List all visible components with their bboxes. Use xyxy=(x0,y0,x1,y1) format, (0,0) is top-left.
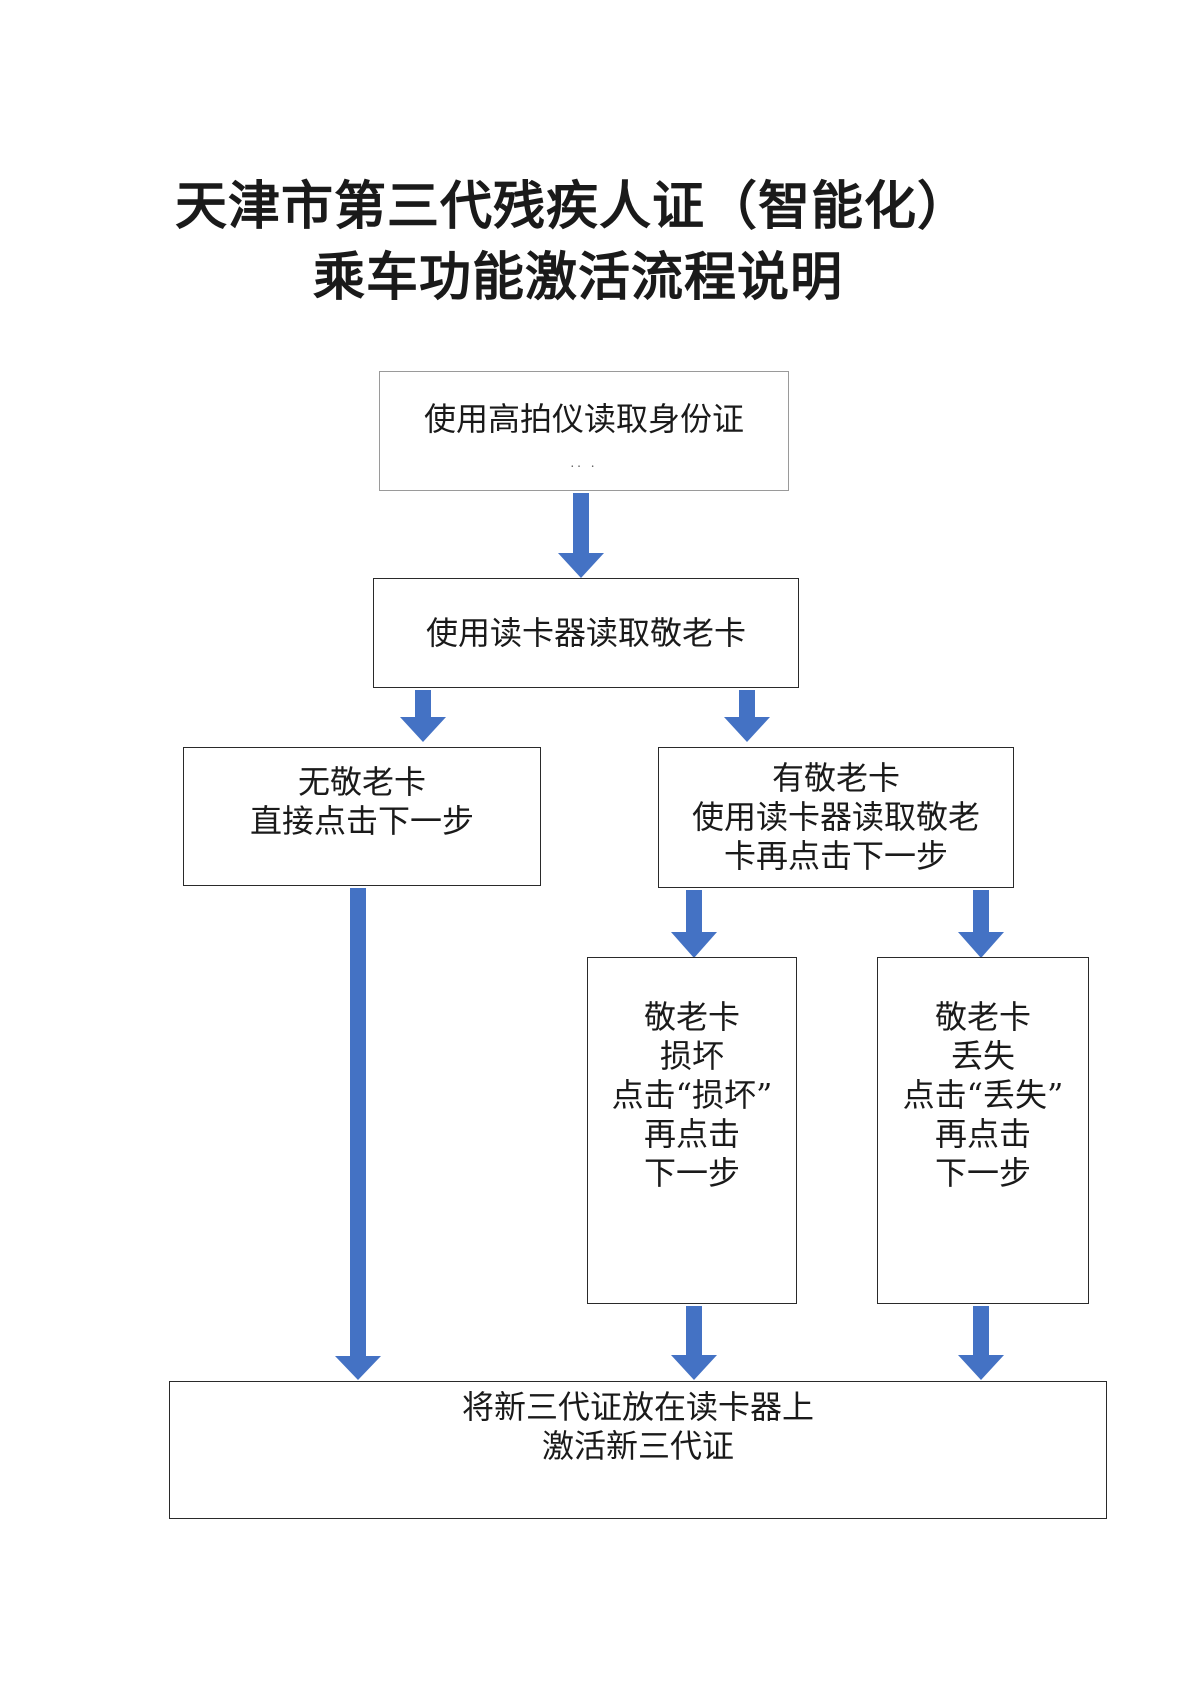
step-card-lost-line-5: 下一步 xyxy=(934,1154,1031,1192)
arrow-has-card-to-lost xyxy=(958,890,1004,958)
arrow-read-card-to-has-card xyxy=(724,690,770,742)
arrow-lost-to-final xyxy=(958,1306,1004,1380)
step-card-lost-line-1: 敬老卡 xyxy=(934,998,1031,1036)
arrow-no-card-to-final xyxy=(335,888,381,1380)
step-activate-new-card: 将新三代证放在读卡器上 激活新三代证 xyxy=(169,1381,1107,1519)
arrow-start-to-read-card xyxy=(558,493,604,578)
step-card-damaged: 敬老卡 损坏 点击“损坏” 再点击 下一步 xyxy=(587,957,797,1304)
step-activate-new-card-line-2: 激活新三代证 xyxy=(541,1427,734,1465)
step-has-senior-card-line-1: 有敬老卡 xyxy=(771,759,900,797)
arrow-has-card-to-damaged xyxy=(671,890,717,958)
step-card-lost-line-2: 丢失 xyxy=(950,1037,1015,1075)
step-card-damaged-line-4: 再点击 xyxy=(643,1115,740,1153)
step-read-id-card: 使用高拍仪读取身份证 .. . xyxy=(379,371,789,491)
title-line-2: 乘车功能激活流程说明 xyxy=(313,247,844,308)
step-card-damaged-line-3: 点击“损坏” xyxy=(611,1076,773,1114)
step-card-lost-line-4: 再点击 xyxy=(934,1115,1031,1153)
step-card-damaged-line-2: 损坏 xyxy=(659,1037,724,1075)
step-no-senior-card-line-2: 直接点击下一步 xyxy=(249,802,474,840)
title-line-1: 天津市第三代残疾人证（智能化） xyxy=(175,176,971,237)
arrow-read-card-to-no-card xyxy=(400,690,446,742)
step-card-lost-line-3: 点击“丢失” xyxy=(902,1076,1064,1114)
step-has-senior-card: 有敬老卡 使用读卡器读取敬老 卡再点击下一步 xyxy=(658,747,1014,888)
step-read-id-card-text: 使用高拍仪读取身份证 xyxy=(423,400,744,438)
step-read-senior-card: 使用读卡器读取敬老卡 xyxy=(373,578,799,688)
step-read-senior-card-text: 使用读卡器读取敬老卡 xyxy=(425,613,746,652)
arrow-damaged-to-final xyxy=(671,1306,717,1380)
step-no-senior-card: 无敬老卡 直接点击下一步 xyxy=(183,747,541,886)
step-card-damaged-line-1: 敬老卡 xyxy=(643,998,740,1036)
step-activate-new-card-line-1: 将新三代证放在读卡器上 xyxy=(461,1388,814,1426)
step-card-lost: 敬老卡 丢失 点击“丢失” 再点击 下一步 xyxy=(877,957,1089,1304)
step-has-senior-card-line-2: 使用读卡器读取敬老 xyxy=(691,798,980,836)
step-has-senior-card-line-3: 卡再点击下一步 xyxy=(723,837,948,875)
step-card-damaged-line-5: 下一步 xyxy=(643,1154,740,1192)
step-read-id-card-marks: .. . xyxy=(570,456,598,470)
step-no-senior-card-line-1: 无敬老卡 xyxy=(297,763,426,801)
